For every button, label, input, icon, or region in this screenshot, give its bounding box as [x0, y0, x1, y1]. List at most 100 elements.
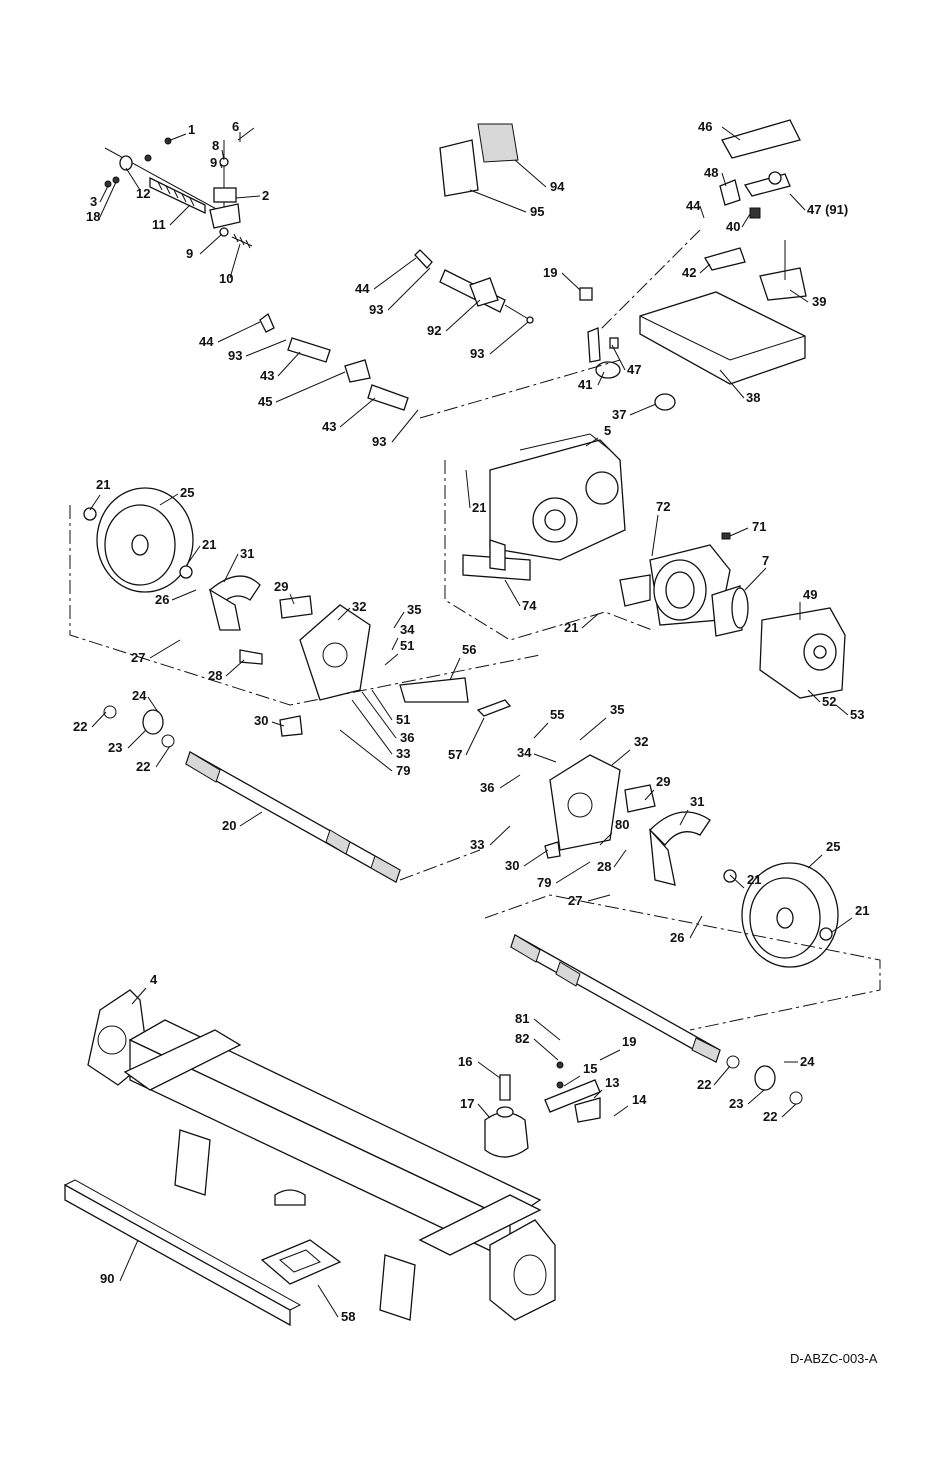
callout-leader	[445, 299, 481, 332]
callout-leader	[199, 233, 223, 255]
callout-label: 22	[697, 1077, 711, 1092]
callout-label: 28	[208, 668, 222, 683]
callout-leader	[533, 722, 549, 739]
callout-label: 21	[747, 872, 761, 887]
callout-leader	[741, 213, 751, 228]
callout-leader	[489, 321, 529, 355]
callout-label: 51	[400, 638, 414, 653]
callout-leader	[275, 371, 346, 403]
callout-label: 23	[729, 1096, 743, 1111]
callout-label: 72	[656, 499, 670, 514]
callout-leader	[611, 749, 631, 766]
callout-leader	[721, 172, 727, 187]
callout-leader	[831, 917, 853, 933]
callout-leader	[245, 339, 287, 357]
callout-leader	[384, 653, 399, 666]
callout-leader	[235, 195, 261, 199]
callout-leader	[477, 1061, 501, 1079]
callout-leader	[561, 272, 581, 291]
mounting-plate	[260, 1239, 342, 1285]
callout-label: 27	[568, 893, 582, 908]
callout-label: 22	[763, 1109, 777, 1124]
callout-label: 29	[656, 774, 670, 789]
callout-leader	[611, 344, 626, 371]
callout-leader	[689, 915, 703, 939]
callout-label: 3	[90, 194, 97, 209]
callout-label: 5	[604, 423, 611, 438]
callout-label: 10	[219, 271, 233, 286]
callout-label: 34	[400, 622, 415, 637]
callout-label: 57	[448, 747, 462, 762]
drawing-id-label: D-ABZC-003-A	[790, 1351, 878, 1366]
callout-leader	[789, 193, 806, 211]
callout-label: 81	[515, 1011, 529, 1026]
callout-label: 44	[686, 198, 701, 213]
callout-label: 23	[108, 740, 122, 755]
callout-label: 48	[704, 165, 718, 180]
callout-leader	[721, 126, 741, 141]
callout-label: 80	[615, 817, 629, 832]
callout-leader-lines	[89, 126, 853, 1318]
callout-leader	[477, 1103, 491, 1119]
callout-label: 8	[212, 138, 219, 153]
callout-label: 37	[612, 407, 626, 422]
callout-leader	[699, 263, 711, 274]
callout-leader	[89, 494, 101, 511]
callout-leader	[219, 163, 223, 169]
callout-leader	[277, 351, 301, 377]
callout-label: 40	[726, 219, 740, 234]
control-shaft-assembly	[259, 249, 676, 419]
callout-leader	[171, 589, 197, 601]
callout-label: 24	[800, 1054, 815, 1069]
callout-leader	[119, 1239, 139, 1282]
callout-leader	[599, 832, 613, 846]
callout-label: 35	[610, 702, 624, 717]
callout-leader	[351, 699, 393, 755]
callout-label: 55	[550, 707, 564, 722]
callout-label: 9	[186, 246, 193, 261]
callout-label: 43	[260, 368, 274, 383]
callout-label: 52	[822, 694, 836, 709]
callout-label: 21	[855, 903, 869, 918]
callout-leader	[169, 204, 191, 226]
callout-leader	[781, 1103, 797, 1118]
callout-leader	[391, 637, 399, 651]
callout-label: 28	[597, 859, 611, 874]
callout-label: 22	[136, 759, 150, 774]
callout-label: 39	[812, 294, 826, 309]
callout-leader	[91, 711, 107, 728]
callout-label: 4	[150, 972, 158, 987]
callout-label: 26	[155, 592, 169, 607]
callout-leader	[155, 745, 171, 768]
callout-label: 46	[698, 119, 712, 134]
callout-leader	[599, 1049, 621, 1061]
callout-label: 17	[460, 1096, 474, 1111]
right-brake-shoe	[649, 811, 711, 886]
callout-leader	[99, 181, 117, 218]
valve-mounting-bracket-assembly	[599, 119, 807, 385]
callout-label: 22	[73, 719, 87, 734]
brake-cable-assembly	[104, 127, 255, 249]
callout-label: 93	[372, 434, 386, 449]
callout-leader	[504, 579, 521, 607]
callout-leader	[581, 613, 599, 629]
accumulator-and-bracket	[484, 1061, 601, 1158]
callout-label: 74	[522, 598, 537, 613]
callout-label: 18	[86, 209, 100, 224]
callout-leader	[127, 729, 147, 749]
gearbox-housing	[462, 433, 626, 581]
callout-label: 20	[222, 818, 236, 833]
callout-leader	[593, 1089, 603, 1099]
callout-leader	[597, 371, 605, 386]
brake-housing-and-motor	[619, 532, 846, 699]
callout-label: 35	[407, 602, 421, 617]
callout-label: 26	[670, 930, 684, 945]
callout-label: 19	[622, 1034, 636, 1049]
callout-leader	[147, 696, 159, 713]
callout-leader	[339, 729, 393, 772]
callout-leader	[719, 369, 745, 399]
callout-label: 21	[96, 477, 110, 492]
callout-leader	[585, 437, 599, 447]
callout-leader	[185, 545, 201, 567]
callout-leader	[393, 611, 405, 629]
